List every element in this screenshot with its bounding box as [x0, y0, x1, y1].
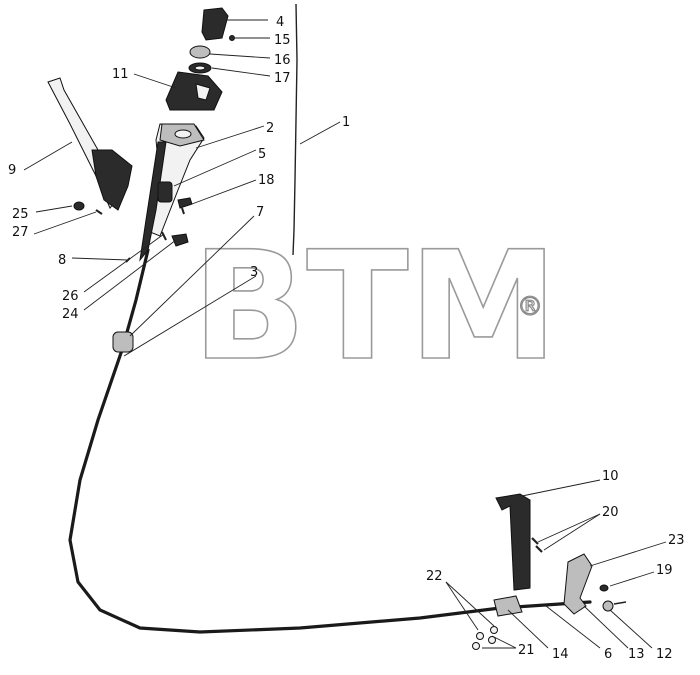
callout-5: 5 [258, 147, 266, 162]
callout-15: 15 [274, 33, 291, 48]
leader-lines [23, 19, 667, 649]
pedal-plate [91, 149, 133, 211]
pin-27 [95, 209, 103, 215]
callout-10: 10 [602, 469, 619, 484]
clip-14 [493, 595, 523, 617]
callout-16: 16 [274, 53, 291, 68]
callout-6: 6 [604, 647, 612, 662]
pump-linkage [472, 493, 627, 650]
lever-13 [563, 553, 593, 615]
bolt-18 [177, 197, 193, 209]
part-1-rod [292, 3, 298, 256]
cable [68, 248, 592, 634]
callout-20: 20 [602, 505, 619, 520]
callout-17: 17 [274, 71, 291, 86]
boot-11 [165, 71, 223, 111]
callout-12: 12 [656, 647, 673, 662]
callout-22: 22 [426, 569, 443, 584]
washer-16 [189, 45, 211, 59]
callout-labels: 4 15 16 17 11 2 1 5 18 9 25 27 7 8 3 26 … [8, 15, 685, 662]
callout-21: 21 [518, 643, 535, 658]
registered-mark: ® [517, 292, 543, 322]
callout-8: 8 [58, 253, 66, 268]
watermark-text: BTM [192, 220, 558, 394]
cable-connector [112, 331, 134, 353]
watermark: BTM ® [191, 219, 559, 395]
bracket-10 [495, 493, 531, 591]
callout-18: 18 [258, 173, 275, 188]
callout-25: 25 [12, 207, 29, 222]
callout-23: 23 [668, 533, 685, 548]
callout-24: 24 [62, 307, 79, 322]
clamp-5 [157, 181, 173, 203]
nut-25 [73, 201, 85, 211]
cap-4 [201, 7, 229, 41]
callout-9: 9 [8, 163, 16, 178]
callout-2: 2 [266, 121, 274, 136]
callout-26: 26 [62, 289, 79, 304]
callout-7: 7 [256, 205, 264, 220]
callout-1: 1 [342, 115, 350, 130]
pedal-assembly [47, 7, 235, 263]
callout-27: 27 [12, 225, 29, 240]
nut-12 [602, 600, 614, 612]
callout-4: 4 [276, 15, 284, 30]
bolt-24 [171, 233, 189, 247]
callout-19: 19 [656, 563, 673, 578]
ball-15 [229, 35, 235, 41]
callout-11: 11 [112, 67, 129, 82]
screw-19 [599, 584, 609, 592]
callout-13: 13 [628, 647, 645, 662]
lever-head-hole [174, 129, 192, 139]
callout-14: 14 [552, 647, 569, 662]
callout-3: 3 [250, 265, 258, 280]
